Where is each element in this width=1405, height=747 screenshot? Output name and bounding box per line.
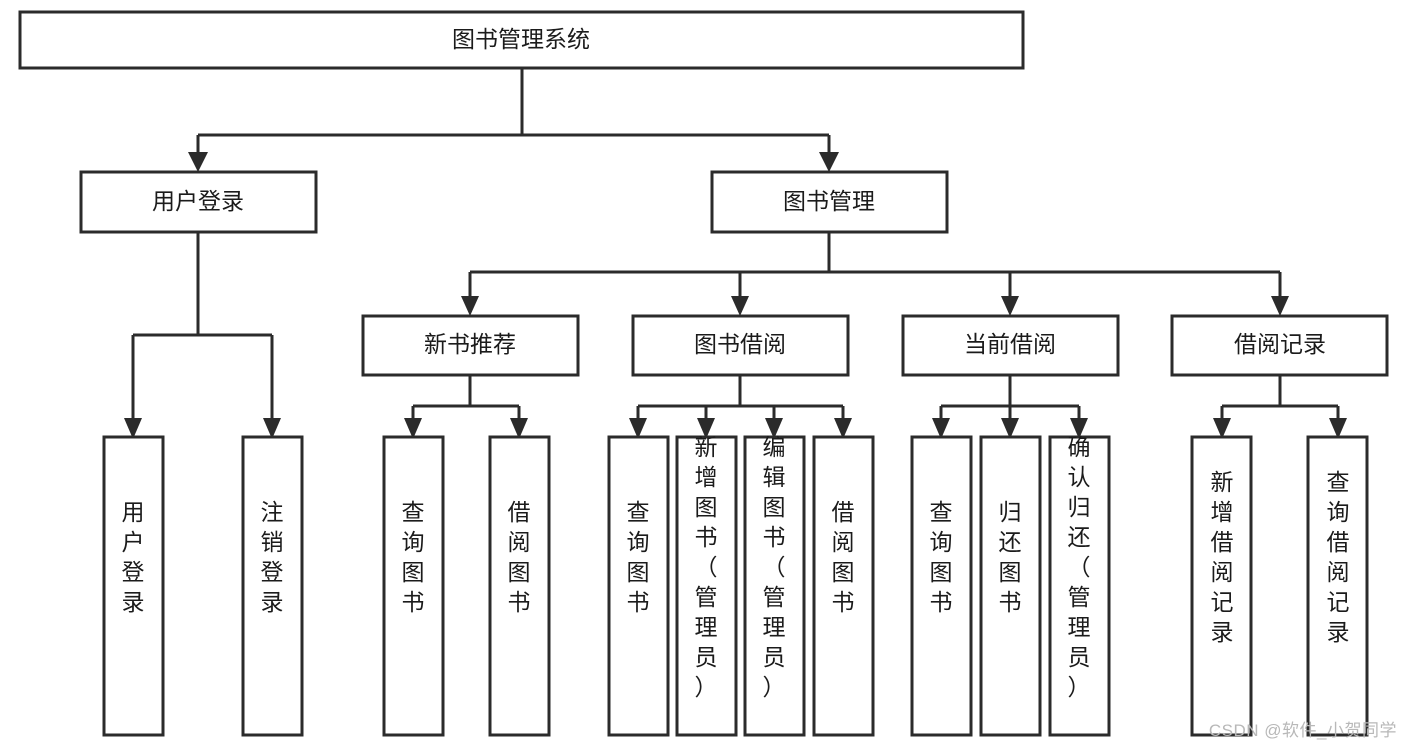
arrowhead-leaf-edit-book [765, 418, 783, 439]
arrowhead-book-manage [819, 152, 839, 172]
node-leaf-borrow-book-2-label: 借阅图书 [832, 499, 855, 615]
arrowhead-user-login [188, 152, 208, 172]
arrowhead-leaf-return-book [1001, 418, 1019, 439]
node-leaf-return-book-box[interactable] [979, 435, 1042, 737]
node-root[interactable]: 图书管理系统 [18, 10, 1025, 70]
arrowhead-current-borrow [1001, 296, 1019, 316]
node-leaf-add-book-box[interactable] [675, 435, 738, 737]
node-user-login-label: 用户登录 [152, 188, 244, 214]
arrowhead-new-book-rec [461, 296, 479, 316]
node-book-manage[interactable]: 图书管理 [710, 170, 949, 234]
node-leaf-query-book-1[interactable]: 查询图书 [382, 435, 445, 737]
node-book-manage-box[interactable] [710, 170, 949, 234]
arrowhead-book-borrow [731, 296, 749, 316]
node-root-label: 图书管理系统 [452, 26, 590, 52]
node-leaf-borrow-book-2[interactable]: 借阅图书 [812, 435, 875, 737]
node-book-borrow-box[interactable] [631, 314, 850, 377]
node-leaf-edit-book-label: 编辑图书（管理员） [763, 434, 786, 700]
arrowhead-leaf-borrow-book-2 [834, 418, 852, 439]
node-user-login-box[interactable] [79, 170, 318, 234]
arrowhead-leaf-add-record [1213, 418, 1231, 439]
node-leaf-confirm-return[interactable]: 确认归还（管理员） [1048, 434, 1111, 737]
node-leaf-user-login-box[interactable] [102, 435, 165, 737]
node-leaf-confirm-return-label: 确认归还（管理员） [1068, 434, 1091, 700]
node-leaf-logout[interactable]: 注销登录 [241, 435, 304, 737]
node-borrow-record-box[interactable] [1170, 314, 1389, 377]
arrowhead-leaf-logout [263, 418, 281, 439]
node-book-borrow-label: 图书借阅 [694, 331, 786, 357]
node-leaf-borrow-book-1-label: 借阅图书 [508, 499, 531, 615]
node-leaf-query-record-label: 查询借阅记录 [1327, 469, 1350, 645]
arrowhead-leaf-borrow-book-1 [510, 418, 528, 439]
node-leaf-query-record-box[interactable] [1306, 435, 1369, 737]
arrowhead-leaf-query-record [1329, 418, 1347, 439]
node-leaf-return-book-label: 归还图书 [999, 499, 1022, 615]
node-leaf-query-book-3-label: 查询图书 [930, 499, 953, 615]
node-leaf-borrow-book-1[interactable]: 借阅图书 [488, 435, 551, 737]
node-borrow-record[interactable]: 借阅记录 [1170, 314, 1389, 377]
node-leaf-query-book-1-label: 查询图书 [402, 499, 425, 615]
node-leaf-edit-book-box[interactable] [743, 435, 806, 737]
node-root-box[interactable] [18, 10, 1025, 70]
node-book-manage-label: 图书管理 [783, 188, 875, 214]
node-leaf-query-book-1-box[interactable] [382, 435, 445, 737]
edge-layer [124, 68, 1347, 439]
node-current-borrow[interactable]: 当前借阅 [901, 314, 1120, 377]
arrowhead-leaf-query-book-3 [932, 418, 950, 439]
node-leaf-query-record[interactable]: 查询借阅记录 [1306, 435, 1369, 737]
arrowhead-leaf-query-book-1 [404, 418, 422, 439]
node-leaf-user-login[interactable]: 用户登录 [102, 435, 165, 737]
node-leaf-borrow-book-1-box[interactable] [488, 435, 551, 737]
node-new-book-rec-label: 新书推荐 [424, 331, 516, 357]
node-new-book-rec-box[interactable] [361, 314, 580, 377]
node-leaf-confirm-return-box[interactable] [1048, 435, 1111, 737]
node-leaf-query-book-3-box[interactable] [910, 435, 973, 737]
node-leaf-add-book[interactable]: 新增图书（管理员） [675, 434, 738, 737]
node-current-borrow-label: 当前借阅 [964, 331, 1056, 357]
arrowhead-borrow-record [1271, 296, 1289, 316]
node-leaf-borrow-book-2-box[interactable] [812, 435, 875, 737]
node-user-login[interactable]: 用户登录 [79, 170, 318, 234]
node-leaf-add-book-label: 新增图书（管理员） [695, 434, 718, 700]
node-book-borrow[interactable]: 图书借阅 [631, 314, 850, 377]
arrowhead-leaf-confirm-return [1070, 418, 1088, 439]
node-leaf-query-book-3[interactable]: 查询图书 [910, 435, 973, 737]
node-leaf-query-book-2[interactable]: 查询图书 [607, 435, 670, 737]
node-leaf-return-book[interactable]: 归还图书 [979, 435, 1042, 737]
node-leaf-add-record-box[interactable] [1190, 435, 1253, 737]
node-leaf-logout-label: 注销登录 [261, 499, 284, 615]
arrowhead-leaf-user-login [124, 418, 142, 439]
node-leaf-logout-box[interactable] [241, 435, 304, 737]
node-leaf-edit-book[interactable]: 编辑图书（管理员） [743, 434, 806, 737]
arrowhead-leaf-query-book-2 [629, 418, 647, 439]
node-current-borrow-box[interactable] [901, 314, 1120, 377]
node-leaf-add-record-label: 新增借阅记录 [1211, 469, 1234, 645]
arrowhead-leaf-add-book [697, 418, 715, 439]
node-leaf-query-book-2-box[interactable] [607, 435, 670, 737]
node-leaf-user-login-label: 用户登录 [122, 499, 145, 615]
node-new-book-rec[interactable]: 新书推荐 [361, 314, 580, 377]
node-leaf-query-book-2-label: 查询图书 [627, 499, 650, 615]
node-borrow-record-label: 借阅记录 [1234, 331, 1326, 357]
node-leaf-add-record[interactable]: 新增借阅记录 [1190, 435, 1253, 737]
